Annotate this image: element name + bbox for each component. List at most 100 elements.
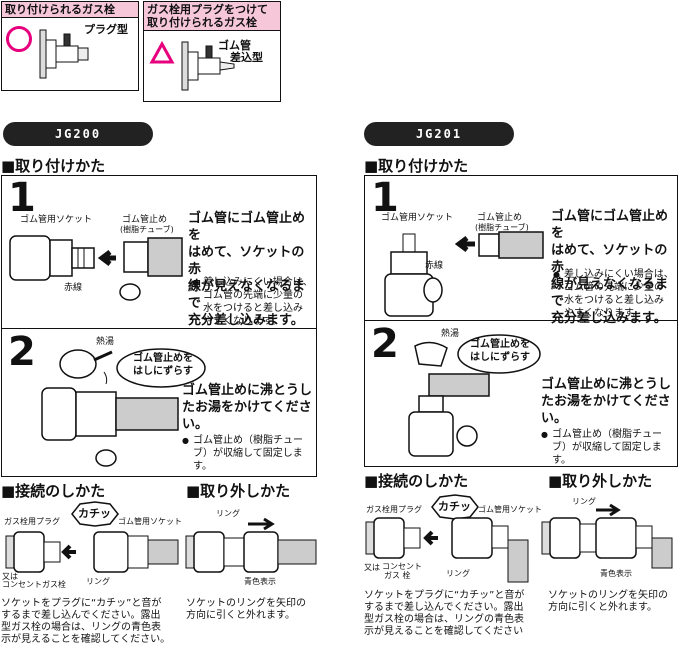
legend-adapter-header-line1: ガス栓用プラグをつけて xyxy=(147,3,268,16)
left-connect-label-plug: ガス栓用プラグ xyxy=(4,517,60,526)
left-step2-socket-illustration xyxy=(41,387,179,467)
right-connect-label-ring: リング xyxy=(446,569,470,578)
left-step2-text-line3: い。 xyxy=(182,417,209,432)
left-remove-label-ring: リング xyxy=(216,509,240,518)
left-connect-illustration xyxy=(5,531,179,573)
left-step2-bubble-line1: ゴム管止めを xyxy=(133,353,193,364)
right-step1-label-red: 赤線 xyxy=(425,261,444,271)
legend-ok-header: 取り付けられるガス栓 xyxy=(2,2,138,18)
right-remove-text: ソケットのリングを矢印の 方向に引くと外れます。 xyxy=(548,590,676,614)
legend-adapter-triangle-icon xyxy=(149,40,175,64)
legend-ok-circle-icon xyxy=(6,26,32,52)
right-step2-text-line1: ゴム管止めに沸とうし xyxy=(541,377,672,392)
right-connect-text-line4: 示が見えることを確認してください xyxy=(364,626,524,637)
right-step1-note-line3: 水をつけると差し込み xyxy=(564,295,664,306)
left-connect-text-line2: するまで差し込んでください。露出 xyxy=(1,610,161,621)
right-connect-label-outlet-1: コンセント xyxy=(382,562,422,571)
left-remove-text: ソケットのリングを矢印の 方向に引くと外れます。 xyxy=(186,598,316,622)
legend-adapter-header-line2: 取り付けられるガス栓 xyxy=(147,16,257,29)
legend-ok-box: 取り付けられるガス栓 プラグ型 xyxy=(1,1,139,91)
left-step1-label-red: 赤線 xyxy=(64,283,83,293)
left-step2-bubble xyxy=(116,348,206,388)
left-step2-bubble-text: ゴム管止めを はしにずらす xyxy=(126,352,200,378)
right-step1-note-line2: ゴム管の先端に少量の xyxy=(564,282,664,293)
left-step2-note-line2: ブ）が収縮して固定しま xyxy=(193,448,303,459)
left-step2-kettle-illustration xyxy=(59,349,113,385)
right-remove-illustration xyxy=(541,503,673,569)
left-step1-label-socket: ゴム管用ソケット xyxy=(20,215,93,225)
gas-valve-plug-icon xyxy=(39,29,89,79)
left-step1-label-tube: (樹脂チューブ) xyxy=(120,225,174,234)
left-connect-text-line4: 示が見えることを確認してください。 xyxy=(1,634,171,645)
right-step1-label-socket: ゴム管用ソケット xyxy=(381,213,454,223)
left-step1-label-stopper: ゴム管止め xyxy=(122,215,168,225)
right-connect-title: ■接続のしかた xyxy=(364,472,469,490)
left-step1-note-line1: 差し込みにくい場合は、 xyxy=(203,277,313,288)
right-remove-label-blue: 青色表示 xyxy=(600,569,632,578)
right-remove-text-line1: ソケットのリングを矢印の xyxy=(548,590,668,601)
left-step1-number: 1 xyxy=(8,175,36,221)
left-step1-note-line2: ゴム管の先端に少量の xyxy=(203,290,303,301)
right-install-title: ■取り付けかた xyxy=(364,157,469,175)
right-remove-text-line2: 方向に引くと外れます。 xyxy=(548,602,657,613)
left-connect-text-line3: 型ガス栓の場合は、リングの青色表 xyxy=(1,622,161,633)
right-step1-note: 差し込みにくい場合は、 ゴム管の先端に少量の 水をつけると差し込み やすくなりま… xyxy=(553,268,679,320)
left-remove-text-line2: 方向に引くと外れます。 xyxy=(186,610,295,621)
right-step2-bubble-text: ゴム管止めを はしにずらす xyxy=(465,338,535,364)
right-step2-text-line2: たお湯をかけてくださ xyxy=(541,394,671,409)
right-step2-bubble-line1: ゴム管止めを xyxy=(470,339,530,350)
left-connect-label-socket: ゴム管用ソケット xyxy=(118,517,182,526)
right-connect-text-line3: 型ガス栓の場合は、リングの青色表 xyxy=(364,614,524,625)
left-step1-socket-illustration xyxy=(9,235,183,301)
left-remove-title: ■取り外しかた xyxy=(186,482,291,500)
left-step1-note-line3: 水をつけると差し込み xyxy=(203,303,303,314)
left-step2-label-hot: 熱湯 xyxy=(96,337,115,347)
right-step2-text: ゴム管止めに沸とうし たお湯をかけてくださ い。 xyxy=(541,376,673,427)
right-step2-socket-illustration xyxy=(408,373,490,457)
right-step2-bubble-line2: はしにずらす xyxy=(470,352,530,363)
right-connect-text: ソケットをプラグに“カチッ”と音が するまで差し込んでください。露出 型ガス栓の… xyxy=(364,590,548,638)
legend-ok-label: プラグ型 xyxy=(84,23,128,36)
left-step2-bubble-line2: はしにずらす xyxy=(133,366,193,377)
legend-adapter-header: ガス栓用プラグをつけて 取り付けられるガス栓 xyxy=(144,2,280,31)
right-connect-label-socket: ゴム管用ソケット xyxy=(478,505,542,514)
right-step2-text-line3: い。 xyxy=(541,411,568,426)
left-remove-illustration xyxy=(185,517,317,573)
left-step2-text: ゴム管止めに沸とうし たお湯をかけてくださ い。 xyxy=(182,382,312,433)
right-step2-kettle-illustration xyxy=(414,341,448,367)
right-connect-label-outlet-2: ガス 栓 xyxy=(384,571,411,580)
gas-valve-hose-icon xyxy=(181,41,235,91)
legend-adapter-box: ガス栓用プラグをつけて 取り付けられるガス栓 ゴム管 差込型 xyxy=(143,1,281,102)
right-connect-click-bubble xyxy=(431,494,479,520)
left-step-divider xyxy=(2,328,316,329)
left-step2-note-line1: ゴム管止め（樹脂チュー xyxy=(193,435,303,446)
left-step1-note: 差し込みにくい場合は、 ゴム管の先端に少量の 水をつけると差し込み やすくなりま… xyxy=(192,276,323,328)
left-connect-text-line1: ソケットをプラグに“カチッ”と音が xyxy=(1,598,162,609)
left-connect-click-bubble xyxy=(71,501,119,527)
model-pill-jg200: JG200 xyxy=(3,122,153,146)
left-step1-text-line1: ゴム管にゴム管止めを xyxy=(188,211,306,243)
left-step2-note: ゴム管止め（樹脂チュー ブ）が収縮して固定しま す。 xyxy=(182,434,323,473)
right-step1-note-line4: やすくなります。 xyxy=(564,308,643,319)
right-step1-socket-illustration xyxy=(384,231,544,317)
left-connect-label-outlet: コンセントガス栓 xyxy=(2,580,66,589)
left-steps-box: 1 ゴム管用ソケット ゴム管止め (樹脂チューブ) 赤線 ゴム管にゴム管止めを … xyxy=(1,175,317,477)
left-connect-label-ring: リング xyxy=(86,577,110,586)
right-step1-label-tube: (樹脂チューブ) xyxy=(475,223,529,232)
right-step2-bubble xyxy=(457,334,541,374)
right-step2-note-line3: す。 xyxy=(552,455,571,466)
right-connect-label-or: 又は xyxy=(364,563,380,572)
right-step2-number: 2 xyxy=(371,321,399,367)
left-step2-text-line2: たお湯をかけてくださ xyxy=(182,400,312,415)
right-connect-illustration xyxy=(365,517,529,583)
right-connect-text-line2: するまで差し込んでください。露出 xyxy=(364,602,524,613)
right-step1-note-line1: 差し込みにくい場合は、 xyxy=(564,269,674,280)
left-connect-text: ソケットをプラグに“カチッ”と音が するまで差し込んでください。露出 型ガス栓の… xyxy=(1,598,187,646)
left-step2-note-line3: す。 xyxy=(193,461,212,472)
left-remove-label-blue: 青色表示 xyxy=(244,577,276,586)
left-step1-text-line2: はめて、ソケットの赤 xyxy=(188,245,305,277)
right-remove-title: ■取り外しかた xyxy=(548,472,653,490)
right-connect-text-line1: ソケットをプラグに“カチッ”と音が xyxy=(364,590,525,601)
left-step2-text-line1: ゴム管止めに沸とうし xyxy=(182,383,313,398)
left-step2-number: 2 xyxy=(8,329,36,375)
